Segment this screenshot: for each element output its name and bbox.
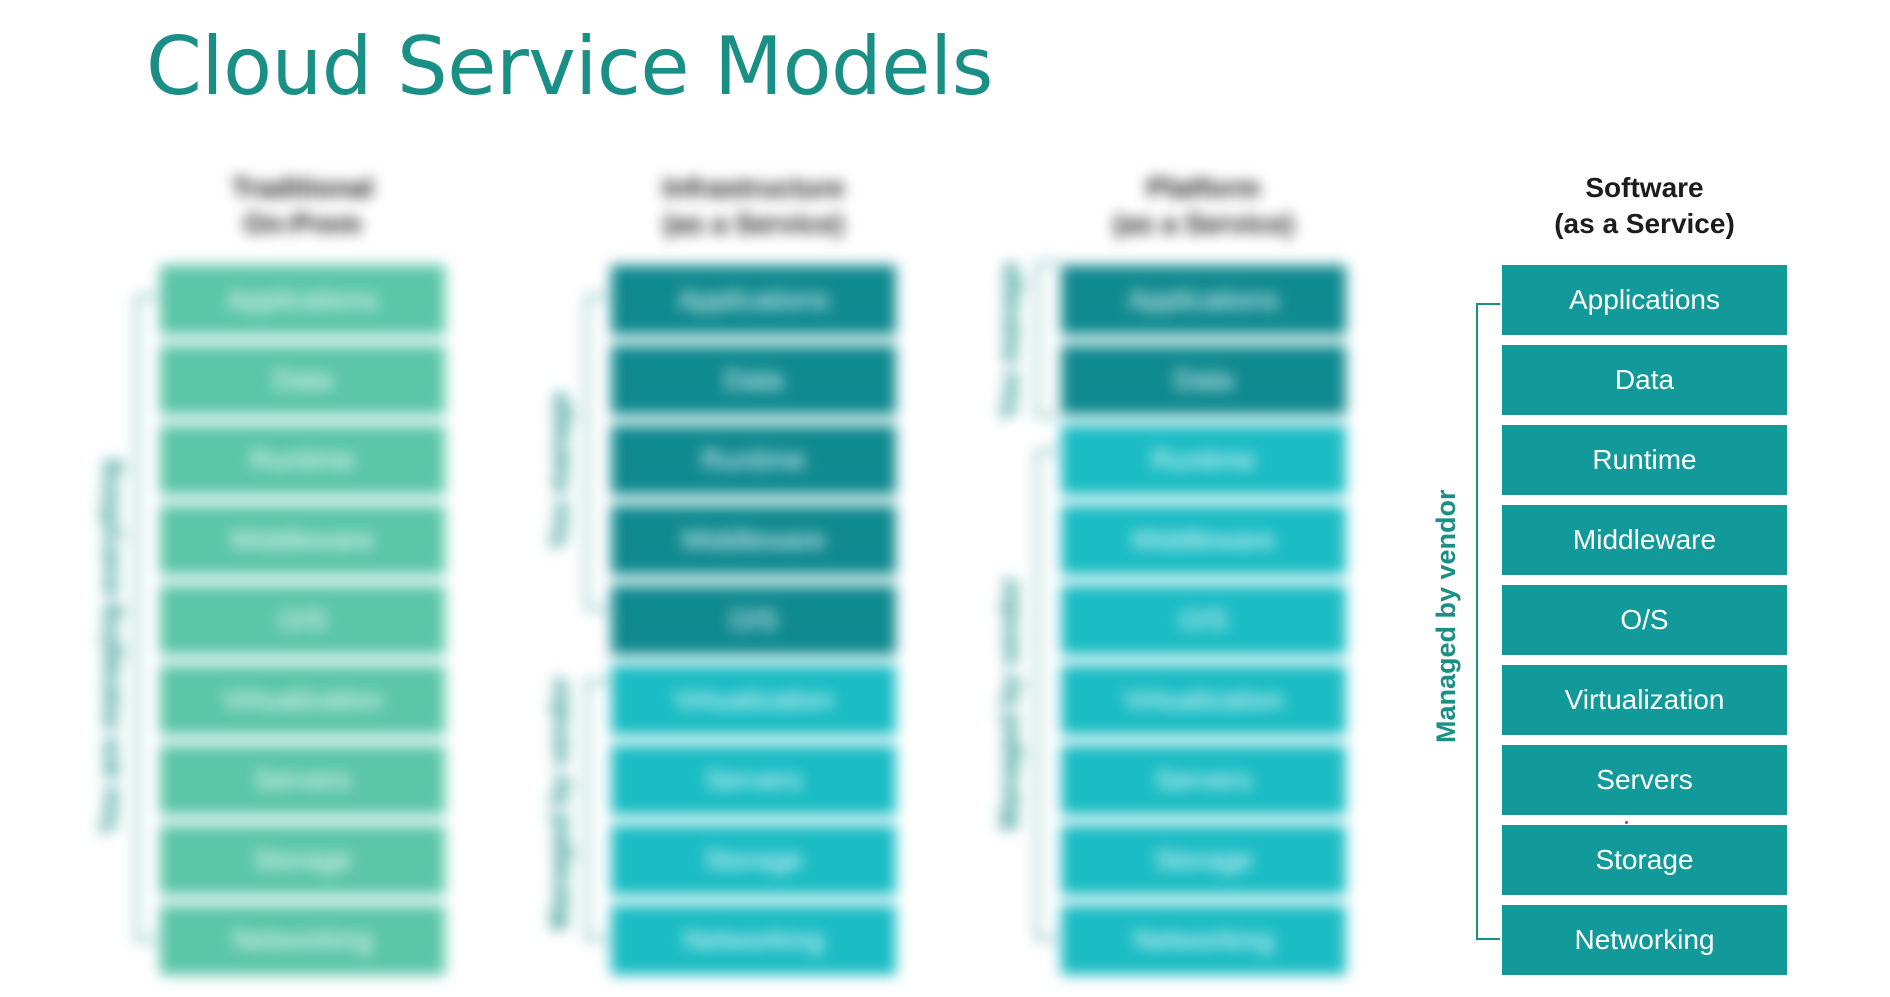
layer-box-servers: Servers (160, 745, 445, 815)
layer-box-servers: Servers (611, 745, 896, 815)
heading-line-2: (as a Service) (1113, 208, 1294, 239)
layer-box-networking: Networking (160, 905, 445, 975)
layer-box-storage: Storage (1502, 825, 1787, 895)
layer-box-middleware: Middleware (160, 505, 445, 575)
heading-line-1: Software (1585, 172, 1704, 203)
layer-box-applications: Applications (1502, 265, 1787, 335)
layer-box-applications: Applications (611, 265, 896, 335)
layer-box-applications: Applications (1061, 265, 1346, 335)
bracket (586, 680, 610, 940)
layer-box-servers: Servers (1061, 745, 1346, 815)
layer-box-runtime: Runtime (1061, 425, 1346, 495)
heading-line-2: (as a Service) (663, 208, 844, 239)
layer-box-data: Data (1061, 345, 1346, 415)
bracket-label: You are managing everything (94, 458, 124, 835)
bracket (586, 295, 610, 610)
saas-vendor-bracket (1476, 303, 1500, 940)
layer-box-networking: Networking (1502, 905, 1787, 975)
layer-box-runtime: Runtime (611, 425, 896, 495)
layer-box-runtime: Runtime (160, 425, 445, 495)
heading-line-1: Infrastructure (662, 172, 845, 203)
layer-box-virtualization: Virtualization (1061, 665, 1346, 735)
heading-line-1: Traditional (231, 172, 374, 203)
layer-box-storage: Storage (1061, 825, 1346, 895)
bracket-label: You manage (994, 261, 1024, 420)
bracket-label: Managed by vendor (544, 676, 574, 930)
layer-box-o-s: O/S (611, 585, 896, 655)
layer-box-o-s: O/S (1502, 585, 1787, 655)
layer-box-middleware: Middleware (611, 505, 896, 575)
layer-box-virtualization: Virtualization (160, 665, 445, 735)
slide-title: Cloud Service Models (146, 20, 993, 113)
stray-dot (1625, 821, 1628, 824)
layer-box-data: Data (1502, 345, 1787, 415)
layer-box-o-s: O/S (160, 585, 445, 655)
column-heading: Infrastructure (as a Service) (611, 170, 896, 242)
layer-box-o-s: O/S (1061, 585, 1346, 655)
bracket (136, 295, 160, 941)
bracket (1036, 262, 1060, 417)
heading-line-1: Platform (1146, 172, 1261, 203)
layer-box-applications: Applications (160, 265, 445, 335)
layer-box-runtime: Runtime (1502, 425, 1787, 495)
layer-box-data: Data (160, 345, 445, 415)
column-heading: Software (as a Service) (1502, 170, 1787, 242)
bracket-label: You manage (544, 391, 574, 550)
column-heading: Platform (as a Service) (1061, 170, 1346, 242)
layer-box-middleware: Middleware (1061, 505, 1346, 575)
layer-box-middleware: Middleware (1502, 505, 1787, 575)
bracket (1036, 450, 1060, 940)
layer-box-servers: Servers (1502, 745, 1787, 815)
layer-box-virtualization: Virtualization (611, 665, 896, 735)
heading-line-2: On-Prem (243, 208, 362, 239)
heading-line-2: (as a Service) (1554, 208, 1735, 239)
layer-box-networking: Networking (1061, 905, 1346, 975)
bracket-label: Managed by vendor (994, 576, 1024, 830)
column-heading: Traditional On-Prem (160, 170, 445, 242)
saas-vendor-label: Managed by vendor (1431, 489, 1461, 743)
layer-box-virtualization: Virtualization (1502, 665, 1787, 735)
layer-box-storage: Storage (611, 825, 896, 895)
layer-box-networking: Networking (611, 905, 896, 975)
layer-box-data: Data (611, 345, 896, 415)
layer-box-storage: Storage (160, 825, 445, 895)
